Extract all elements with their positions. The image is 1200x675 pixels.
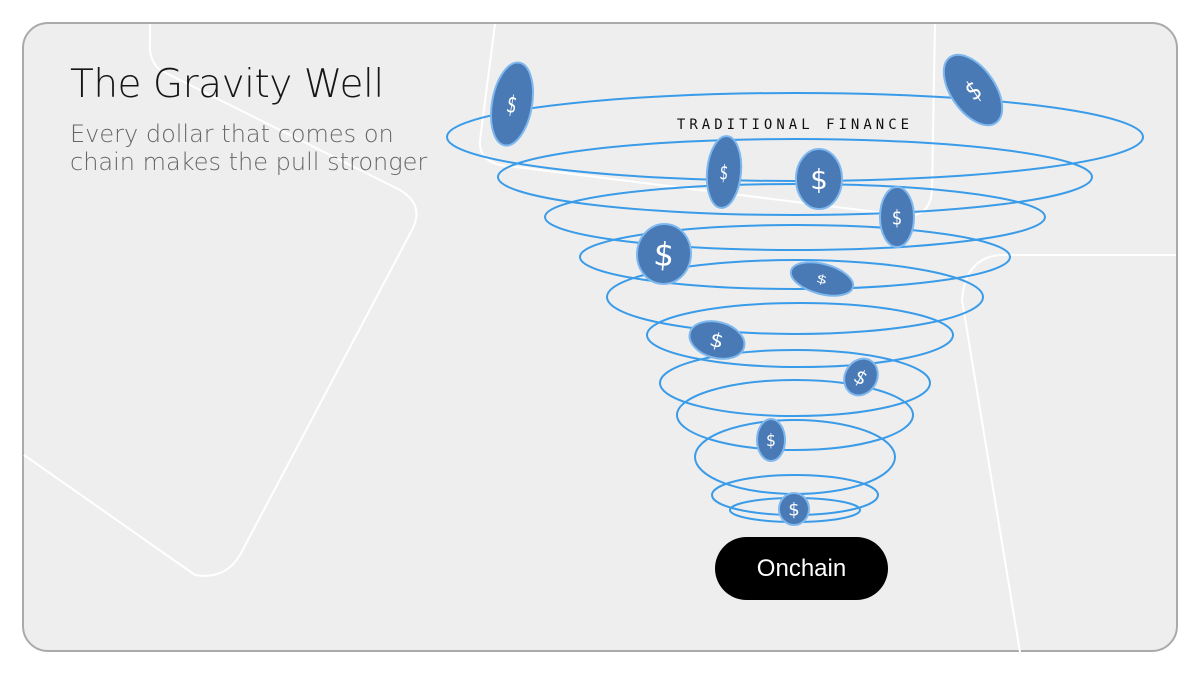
svg-text:$: $ xyxy=(504,90,519,120)
dollar-coin-icon: $ xyxy=(942,53,1004,127)
traditional-finance-label: TRADITIONAL FINANCE xyxy=(677,117,913,133)
svg-text:$: $ xyxy=(810,163,828,196)
svg-text:$: $ xyxy=(719,161,730,185)
funnel-ring xyxy=(497,138,1093,216)
funnel-ring xyxy=(659,349,931,417)
dollar-coin-icon: $ xyxy=(635,223,693,285)
funnel-ring xyxy=(646,302,954,368)
dollar-coin-icon: $ xyxy=(795,148,843,210)
page-subtitle: Every dollar that comes on chain makes t… xyxy=(70,120,428,176)
dollar-coin-icon: $ xyxy=(489,61,535,147)
dollar-coin-icon: $ xyxy=(705,135,743,209)
svg-text:$: $ xyxy=(766,431,776,451)
funnel-ring xyxy=(446,92,1144,182)
svg-text:$: $ xyxy=(815,271,830,287)
dollar-coin-icon: $ xyxy=(778,492,810,526)
svg-text:$: $ xyxy=(652,235,676,275)
funnel-rings xyxy=(446,92,1144,523)
onchain-badge: Onchain xyxy=(715,537,888,600)
background-lines xyxy=(23,23,1176,653)
page-title: The Gravity Well xyxy=(70,62,384,107)
svg-text:$: $ xyxy=(788,499,799,520)
funnel-ring xyxy=(676,379,914,451)
infographic-card xyxy=(22,22,1178,652)
funnel-ring xyxy=(544,183,1046,251)
funnel-ring xyxy=(579,224,1011,290)
svg-text:$: $ xyxy=(707,328,726,353)
dollar-coin-icon: $ xyxy=(789,261,855,297)
funnel-ring xyxy=(606,259,984,335)
dollar-coin-icon: $ xyxy=(843,357,879,397)
funnel-ring xyxy=(694,419,896,495)
dollar-coin-icon: $ xyxy=(756,418,786,462)
dollar-coin-icon: $ xyxy=(688,320,746,360)
svg-text:$: $ xyxy=(892,207,902,230)
dollar-coins: $ $ $ $ $ $ $ $ $ $ $ xyxy=(489,53,1004,526)
dollar-coin-icon: $ xyxy=(879,186,915,248)
